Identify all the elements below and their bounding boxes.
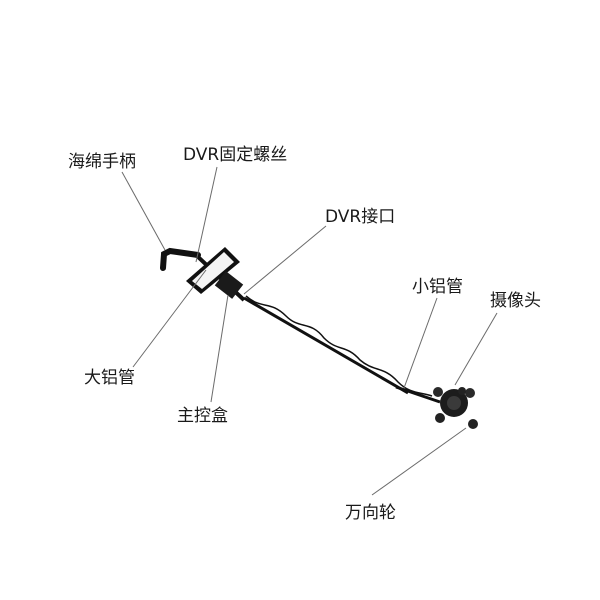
leader-control-box: [210, 294, 229, 403]
leader-wheel: [371, 427, 467, 496]
label-small-tube: 小铝管: [412, 277, 463, 297]
leader-camera: [454, 312, 498, 386]
universal-wheels: [435, 387, 478, 429]
label-wheel: 万向轮: [345, 503, 396, 523]
label-dvr-port: DVR接口: [325, 207, 395, 227]
leader-small-tube: [403, 297, 438, 389]
small-tube: [395, 385, 441, 404]
dvr-monitor: [186, 247, 240, 294]
labels: 海绵手柄 DVR固定螺丝 DVR接口 小铝管 摄像头 大铝管 主控盒 万向轮: [68, 145, 541, 523]
leader-sponge-handle: [121, 171, 166, 251]
inspection-device: [160, 247, 478, 429]
label-control-box: 主控盒: [177, 406, 228, 426]
leader-lines: [121, 166, 498, 496]
leader-dvr-port: [243, 225, 327, 295]
leader-dvr-screw: [195, 166, 218, 263]
label-dvr-screw: DVR固定螺丝: [183, 145, 287, 165]
label-camera: 摄像头: [490, 291, 541, 311]
label-large-tube: 大铝管: [84, 368, 135, 388]
camera-head: [433, 387, 475, 417]
label-sponge-handle: 海绵手柄: [68, 152, 136, 172]
sponge-handle: [160, 247, 201, 271]
control-box: [214, 271, 244, 299]
leader-large-tube: [132, 269, 207, 368]
cable: [245, 295, 433, 397]
main-pole: [243, 296, 409, 395]
